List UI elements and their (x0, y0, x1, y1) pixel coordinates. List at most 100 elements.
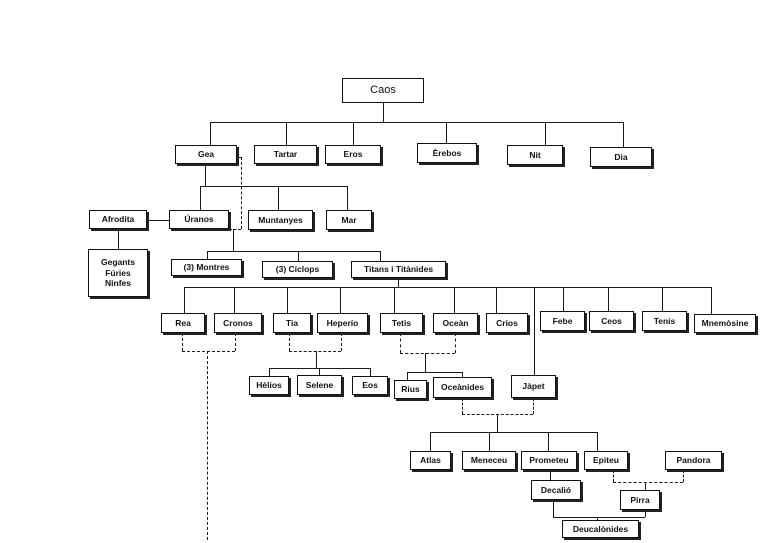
connector (489, 432, 490, 451)
dashed-connector (229, 229, 241, 230)
node-afrodita: Afrodita (89, 210, 147, 229)
node-febe: Febe (540, 311, 585, 331)
connector (298, 251, 299, 261)
connector (210, 122, 211, 145)
node-crios: Crios (486, 313, 528, 333)
connector (398, 278, 399, 287)
node-ocean: Oceàn (433, 313, 478, 333)
node-tetis: Tetis (380, 313, 423, 333)
dashed-connector (613, 470, 614, 482)
node-tartar: Tartar (254, 145, 317, 164)
connector (316, 351, 317, 368)
connector (662, 287, 663, 311)
node-rea: Rea (161, 313, 205, 333)
node-helios: Hèlios (249, 376, 289, 395)
connector (563, 287, 564, 311)
connector (462, 372, 463, 377)
node-mnemosine: Mnemòsine (694, 314, 756, 333)
connector (286, 122, 287, 145)
connector (383, 102, 384, 123)
connector (496, 287, 497, 313)
node-eros: Eros (325, 145, 381, 164)
dashed-connector (533, 398, 534, 414)
dashed-connector (400, 353, 455, 354)
connector (711, 287, 712, 314)
connector (184, 287, 711, 288)
node-epimeteu: Epiteu (584, 451, 628, 470)
connector (430, 432, 597, 433)
connector (200, 186, 201, 210)
connector (553, 500, 554, 517)
node-furies-label: Fúries (105, 267, 131, 278)
node-ceos: Ceos (589, 311, 634, 331)
connector (287, 287, 288, 313)
node-erebos: Èrebos (417, 143, 477, 163)
connector (407, 372, 462, 373)
connector (425, 353, 426, 372)
connector (370, 368, 371, 376)
node-ninfes-label: Ninfes (105, 278, 131, 289)
node-gegants-furies-ninfes: Gegants Fúries Ninfes (88, 249, 148, 297)
connector (454, 287, 455, 313)
node-selene: Selene (297, 375, 342, 395)
connector (597, 432, 598, 451)
node-uranos: Úranos (169, 210, 229, 229)
dashed-connector (241, 157, 242, 229)
dashed-connector (182, 351, 235, 352)
node-eos: Eos (352, 376, 388, 395)
node-pandora: Pandora (665, 451, 722, 470)
connector (645, 510, 646, 517)
connector (645, 482, 646, 490)
node-pirra: Pirra (620, 490, 660, 510)
node-cronos: Cronos (214, 313, 262, 333)
node-caos: Caos (342, 78, 424, 103)
node-ciclops: (3) Cíclops (262, 261, 333, 278)
node-mar: Mar (326, 210, 372, 230)
dashed-connector (341, 333, 342, 351)
node-muntanyes: Muntanyes (248, 210, 313, 230)
dashed-connector (400, 333, 401, 353)
connector (210, 122, 623, 123)
connector (184, 287, 185, 313)
dashed-connector (289, 351, 341, 352)
connector (207, 251, 208, 259)
node-montres: (3) Montres (171, 259, 242, 276)
connector (353, 122, 354, 145)
connector (205, 164, 206, 186)
node-titans: Titans i Titànides (351, 261, 446, 278)
connector (269, 368, 270, 376)
dashed-connector (462, 398, 463, 414)
connector (340, 287, 341, 313)
connector (553, 517, 645, 518)
node-japet: Jàpet (511, 375, 556, 398)
connector (207, 251, 380, 252)
connector (234, 287, 235, 313)
node-rius: Rius (394, 380, 427, 399)
dashed-connector (235, 333, 236, 351)
node-prometeu: Prometeu (521, 451, 577, 470)
node-nit: Nit (507, 145, 563, 165)
node-dia: Dia (590, 147, 652, 167)
dashed-connector (683, 470, 684, 482)
dashed-connector (207, 351, 208, 540)
connector (380, 251, 381, 261)
connector (430, 432, 431, 451)
dashed-connector (455, 333, 456, 353)
connector (497, 414, 498, 432)
node-decalio: Decalió (531, 480, 581, 500)
node-gea: Gea (175, 145, 237, 164)
connector (278, 186, 279, 210)
connector (548, 432, 549, 451)
connector (394, 287, 395, 313)
connector (118, 229, 119, 249)
connector (597, 517, 598, 520)
node-tenis: Tenis (642, 311, 687, 331)
connector (608, 287, 609, 311)
dashed-connector (289, 333, 290, 351)
node-meneceu: Meneceu (462, 451, 516, 470)
node-atlas: Atlas (410, 451, 451, 470)
node-deucalionides: Deucalònides (562, 520, 639, 538)
dashed-connector (237, 157, 241, 158)
connector (319, 368, 320, 375)
